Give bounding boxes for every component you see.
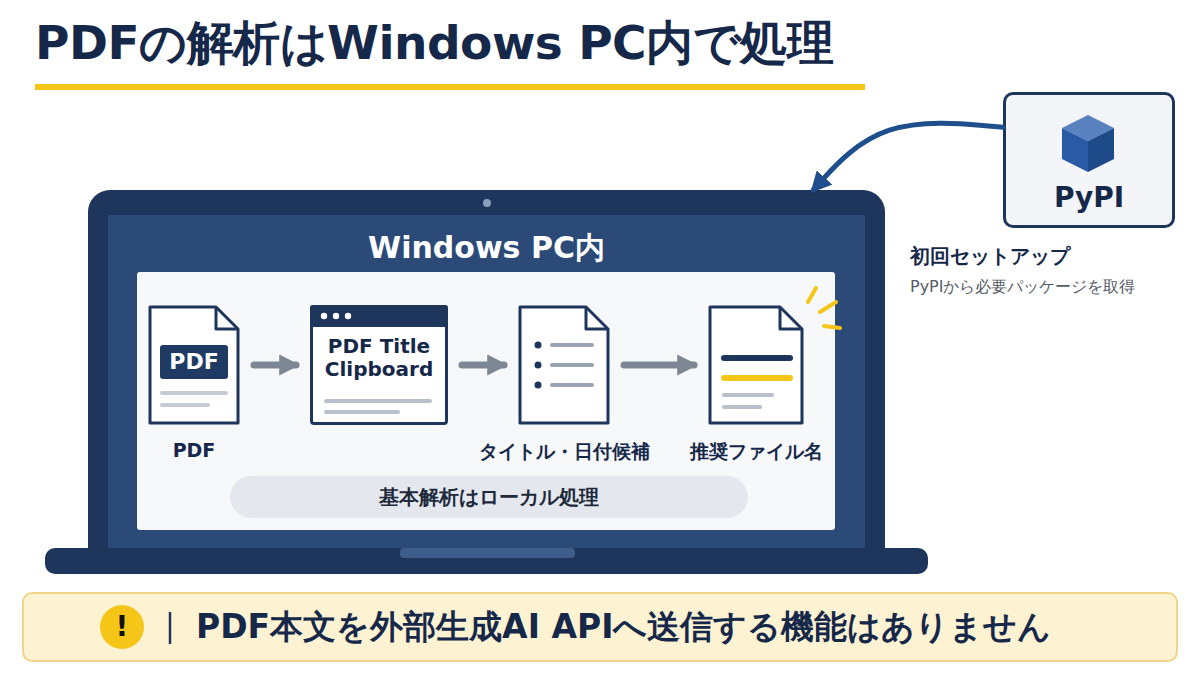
title-underline [35,84,865,90]
app-window: PDF Title Clipboard [310,305,448,425]
page-fold [780,307,802,329]
pdf-file-icon: PDFPDF [148,305,240,425]
package-name: PyPI [1006,181,1172,214]
document-shape [710,307,802,423]
warning-banner: ! PDF本文を外部生成AI APIへ送信する機能はありません [22,592,1178,662]
page-fold [586,307,608,329]
file-type-badge: PDF [160,345,228,379]
flow-arrow [813,123,1003,190]
setup-heading: 初回セットアップ [910,243,1180,270]
pill-text: 基本解析はローカル処理 [230,476,748,518]
info-pill: 基本解析はローカル処理 [230,476,748,518]
page-fold [216,307,238,329]
list-document: タイトル・日付候補 [518,305,610,425]
document-shape [520,307,608,423]
laptop-screen: Windows PC内PDFPDFPDF Title Clipboardタイトル… [88,190,885,552]
setup-note: PyPIから必要パッケージを取得 [910,277,1195,298]
step-label: PDF [118,439,270,461]
document-shape [150,307,238,423]
document-outline [518,305,610,425]
package-box: PyPI初回セットアップPyPIから必要パッケージを取得 [1003,92,1175,228]
step-label: 推奨ファイル名 [658,439,854,465]
app-name: PDF Title Clipboard [313,335,445,381]
result-document: 推奨ファイル名 [708,305,804,425]
step-label: タイトル・日付候補 [458,439,670,465]
warning-text: PDF本文を外部生成AI APIへ送信する機能はありません [196,594,1051,660]
screen-heading: Windows PC内 [88,228,885,269]
warning-icon: ! [100,605,144,649]
document-outline [708,305,804,425]
diagram-title: PDFの解析はWindows PC内で処理 [35,12,833,75]
